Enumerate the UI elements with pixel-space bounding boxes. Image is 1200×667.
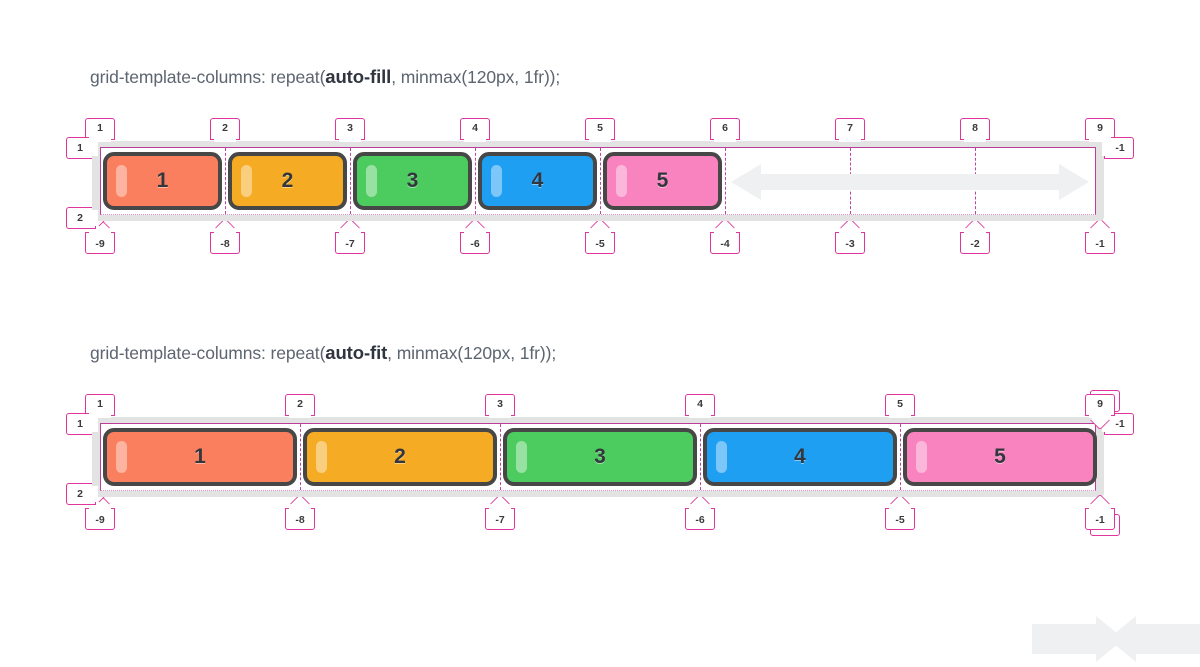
grid-line-marker-top-9: 9 — [1085, 394, 1115, 416]
track-separator-2 — [225, 148, 226, 214]
grid-line-marker-top-7: 7 — [835, 118, 865, 140]
track-separator-3 — [350, 148, 351, 214]
grid-line-marker-bottom-neg1: -1 — [1085, 232, 1115, 254]
grid-line-marker-top-2: 2 — [285, 394, 315, 416]
grid-item-1[interactable]: 1 — [103, 152, 222, 210]
grid-line-marker-top-2: 2 — [210, 118, 240, 140]
grid-line-marker-bottom-neg6: -6 — [685, 508, 715, 530]
grid-items-layer: 1 2 3 4 5 — [100, 423, 1097, 491]
section-title-auto-fill: grid-template-columns: repeat(auto-fill,… — [90, 66, 560, 88]
grid-line-marker-bottom-neg8: -8 — [210, 232, 240, 254]
track-separator-5 — [900, 424, 901, 490]
grid-line-marker-top-1: 1 — [85, 118, 115, 140]
grid-item-label: 3 — [406, 169, 419, 192]
item-gloss-highlight — [516, 441, 527, 473]
title-suffix: , minmax(120px, 1fr)); — [391, 67, 561, 87]
grid-items-layer: 1 2 3 4 5 — [100, 147, 1096, 215]
grid-item-label: 2 — [394, 445, 406, 468]
track-separator-6 — [725, 148, 726, 214]
item-gloss-highlight — [916, 441, 927, 473]
track-separator-4 — [475, 148, 476, 214]
grid-item-4[interactable]: 4 — [478, 152, 597, 210]
grid-item-label: 5 — [994, 445, 1006, 468]
grid-item-3[interactable]: 3 — [503, 428, 697, 486]
track-separator-4 — [700, 424, 701, 490]
grid-item-label: 1 — [156, 169, 169, 192]
grid-item-2[interactable]: 2 — [303, 428, 497, 486]
grid-line-marker-bottom-neg9: -9 — [85, 232, 115, 254]
grid-item-label: 5 — [656, 169, 669, 192]
grid-row-marker-left-2: 2 — [66, 483, 96, 505]
grid-line-marker-bottom-neg6: -6 — [460, 232, 490, 254]
grid-line-marker-bottom-neg5: -5 — [885, 508, 915, 530]
grid-item-label: 2 — [281, 169, 294, 192]
grid-row-marker-left-1: 1 — [66, 413, 96, 435]
grid-line-marker-top-3: 3 — [335, 118, 365, 140]
grid-line-marker-top-9: 9 — [1085, 118, 1115, 140]
grid-row-marker-left-1: 1 — [66, 137, 96, 159]
grid-item-2[interactable]: 2 — [228, 152, 347, 210]
grid-item-4[interactable]: 4 — [703, 428, 897, 486]
collapsed-tracks-arrows-icon — [1032, 616, 1200, 667]
grid-line-marker-bottom-neg4: -4 — [710, 232, 740, 254]
item-gloss-highlight — [116, 165, 127, 197]
grid-item-3[interactable]: 3 — [353, 152, 472, 210]
grid-container-auto-fill: 1 2 3 4 5 — [92, 141, 1104, 221]
grid-item-5[interactable]: 5 — [603, 152, 722, 210]
grid-line-marker-bottom-neg3: -3 — [835, 232, 865, 254]
track-separator-3 — [500, 424, 501, 490]
item-gloss-highlight — [316, 441, 327, 473]
grid-line-marker-bottom-neg1: -1 — [1085, 508, 1115, 530]
item-gloss-highlight — [616, 165, 627, 197]
title-prefix: grid-template-columns: repeat( — [90, 67, 326, 87]
grid-line-marker-top-6: 6 — [710, 118, 740, 140]
item-gloss-highlight — [366, 165, 377, 197]
grid-line-marker-bottom-neg5: -5 — [585, 232, 615, 254]
grid-line-marker-top-1: 1 — [85, 394, 115, 416]
grid-line-marker-top-3: 3 — [485, 394, 515, 416]
title-suffix: , minmax(120px, 1fr)); — [387, 343, 557, 363]
grid-line-marker-bottom-neg9: -9 — [85, 508, 115, 530]
grid-line-marker-top-4: 4 — [685, 394, 715, 416]
grid-line-marker-bottom-neg7: -7 — [335, 232, 365, 254]
grid-container-auto-fit: 1 2 3 4 5 — [92, 417, 1104, 497]
section-title-auto-fit: grid-template-columns: repeat(auto-fit, … — [90, 342, 556, 364]
grid-line-marker-bottom-neg7: -7 — [485, 508, 515, 530]
grid-line-marker-bottom-neg8: -8 — [285, 508, 315, 530]
title-prefix: grid-template-columns: repeat( — [90, 343, 326, 363]
grid-row-marker-right-neg1: -1 — [1104, 137, 1134, 159]
grid-item-1[interactable]: 1 — [103, 428, 297, 486]
grid-line-marker-top-5: 5 — [585, 118, 615, 140]
grid-item-label: 3 — [594, 445, 606, 468]
grid-line-marker-bottom-neg2: -2 — [960, 232, 990, 254]
grid-item-label: 4 — [794, 445, 806, 468]
item-gloss-highlight — [116, 441, 127, 473]
title-keyword: auto-fit — [325, 342, 388, 363]
grid-row-marker-left-2: 2 — [66, 207, 96, 229]
grid-item-label: 4 — [531, 169, 544, 192]
grid-item-5[interactable]: 5 — [903, 428, 1097, 486]
item-gloss-highlight — [716, 441, 727, 473]
track-separator-5 — [600, 148, 601, 214]
grid-line-marker-top-8: 8 — [960, 118, 990, 140]
item-gloss-highlight — [241, 165, 252, 197]
track-separator-2 — [300, 424, 301, 490]
grid-line-marker-top-4: 4 — [460, 118, 490, 140]
grid-line-marker-top-5: 5 — [885, 394, 915, 416]
grid-item-label: 1 — [194, 445, 206, 468]
title-keyword: auto-fill — [325, 66, 392, 87]
item-gloss-highlight — [491, 165, 502, 197]
